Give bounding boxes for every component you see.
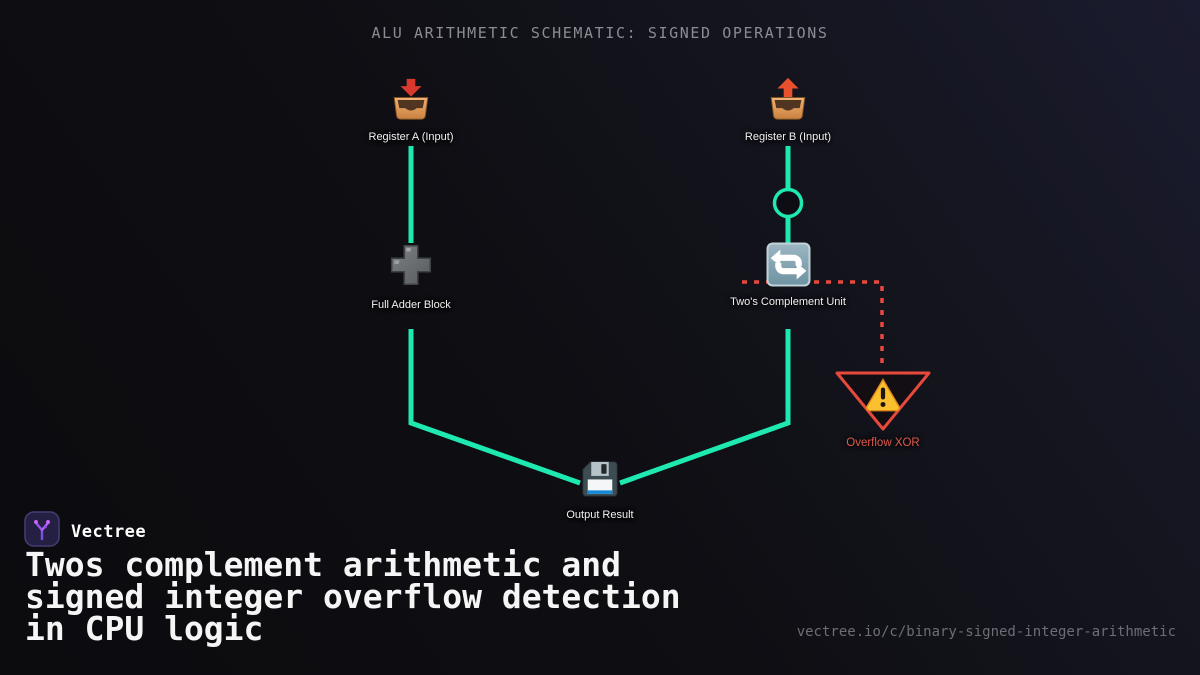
headline-line-1: Twos complement arithmetic and (25, 545, 622, 584)
node-twos-complement: Two's Complement Unit (698, 242, 878, 308)
node-label-register-a: Register A (Input) (368, 131, 454, 143)
node-label-twos-complement: Two's Complement Unit (730, 296, 846, 308)
node-register-b: Register B (Input) (698, 76, 878, 143)
footer-url: vectree.io/c/binary-signed-integer-arith… (796, 624, 1176, 640)
vectree-logo-icon (24, 511, 60, 552)
brand-row: Vectree (24, 511, 146, 552)
outbox-tray-icon (765, 76, 811, 122)
plus-icon (386, 240, 436, 290)
headline-line-3: in CPU logic (25, 609, 264, 648)
node-label-output-result: Output Result (566, 509, 634, 521)
node-overflow-xor: Overflow XOR (833, 369, 933, 449)
node-output-result: Output Result (510, 458, 690, 521)
headline: Twos complement arithmetic and signed in… (25, 545, 681, 648)
node-label-overflow-xor: Overflow XOR (846, 437, 920, 449)
diagram-title: ALU ARITHMETIC SCHEMATIC: SIGNED OPERATI… (371, 24, 829, 42)
node-register-a: Register A (Input) (321, 76, 501, 143)
inbox-tray-icon (388, 76, 434, 122)
floppy-disk-icon (579, 458, 621, 500)
warning-triangle-icon (833, 369, 933, 433)
headline-line-2: signed integer overflow detection (25, 577, 681, 616)
node-label-register-b: Register B (Input) (744, 131, 832, 143)
wire-complement-to-output (619, 329, 791, 486)
node-label-full-adder: Full Adder Block (371, 299, 451, 311)
node-full-adder: Full Adder Block (321, 240, 501, 311)
junction-node (772, 187, 804, 219)
repeat-arrows-icon (766, 242, 811, 287)
wire-adder-to-output (408, 329, 581, 486)
brand-name: Vectree (71, 521, 147, 542)
